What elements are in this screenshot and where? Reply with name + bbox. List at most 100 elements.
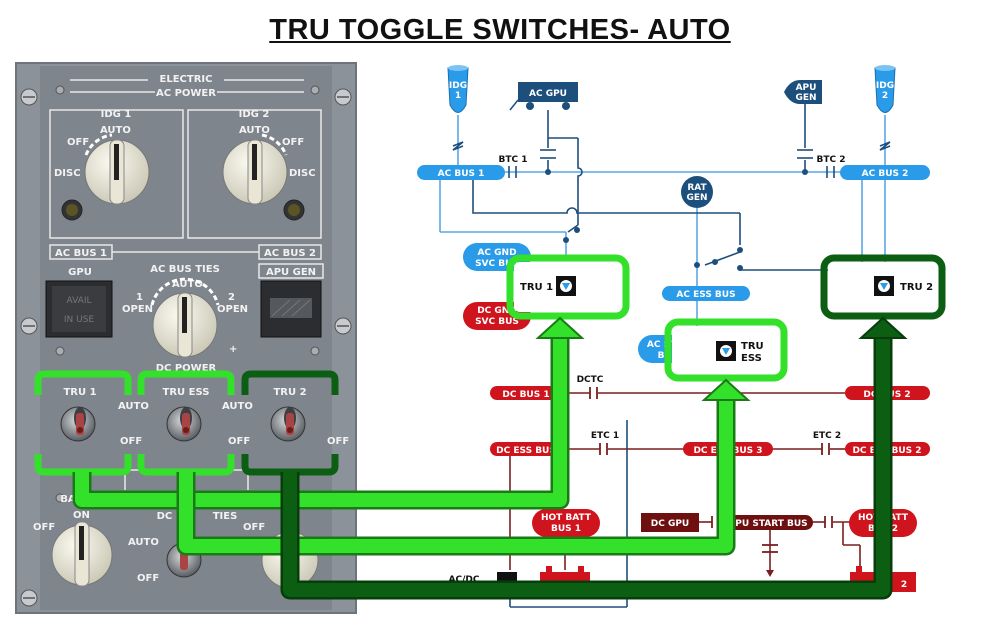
panel-header: ELECTRIC xyxy=(160,74,213,85)
power-schematic: IDG 1 IDG 2 AC GPU APU GEN BTC 1 BTC 2 A… xyxy=(417,65,938,608)
svg-text:IN USE: IN USE xyxy=(64,315,95,325)
gpu-label: GPU xyxy=(68,267,92,278)
idg1-label: IDG 1 xyxy=(101,109,132,120)
apu-gen-source: APU GEN xyxy=(784,80,822,104)
svg-text:SVC BUS: SVC BUS xyxy=(475,259,519,269)
tru2-toggle[interactable] xyxy=(270,406,306,442)
svg-text:1: 1 xyxy=(455,91,461,101)
idg2-selector[interactable]: AUTO OFF DISC xyxy=(222,125,316,221)
ac-bus2: AC BUS 2 xyxy=(840,165,930,180)
hot-batt-bus1: HOT BATT BUS 1 xyxy=(532,509,600,537)
svg-text:AUTO: AUTO xyxy=(128,537,159,548)
ac-dc-label: AC/DC xyxy=(449,575,480,585)
etc2-label: ETC 2 xyxy=(813,431,841,441)
svg-text:1: 1 xyxy=(136,292,143,303)
svg-text:AUTO: AUTO xyxy=(172,279,203,290)
svg-text:APU: APU xyxy=(796,83,817,93)
panel-tru-ess-label: TRU ESS xyxy=(163,387,210,398)
svg-text:OFF: OFF xyxy=(137,573,159,584)
dc-power-label: DC POWER xyxy=(156,363,217,374)
svg-text:2: 2 xyxy=(882,91,888,101)
svg-text:DC GND: DC GND xyxy=(477,306,517,316)
svg-text:ON: ON xyxy=(73,510,90,521)
idg1-selector[interactable]: AUTO OFF DISC xyxy=(54,125,150,221)
apu-gen-pushbutton[interactable] xyxy=(260,280,322,338)
svg-text:AC ESS BUS: AC ESS BUS xyxy=(676,290,735,300)
panel-ac-bus2-label: AC BUS 2 xyxy=(264,248,316,259)
svg-text:DC GPU: DC GPU xyxy=(651,519,690,529)
btc2-label: BTC 2 xyxy=(817,155,846,165)
tru-highlights xyxy=(34,254,946,600)
svg-text:AUTO: AUTO xyxy=(118,401,149,412)
svg-text:AC GND: AC GND xyxy=(477,248,516,258)
svg-text:HOT BATT: HOT BATT xyxy=(541,513,592,523)
svg-text:AUTO: AUTO xyxy=(222,401,253,412)
svg-text:OFF: OFF xyxy=(120,436,142,447)
svg-text:AC BUS 1: AC BUS 1 xyxy=(438,169,485,179)
dctc-label: DCTC xyxy=(577,375,604,385)
tru2-highlight-frame xyxy=(820,254,946,320)
svg-text:GEN: GEN xyxy=(686,193,707,203)
ac-bus-ties-selector[interactable]: AUTO 1 OPEN 2 OPEN + xyxy=(122,277,248,358)
svg-text:TRU 1: TRU 1 xyxy=(520,282,553,293)
svg-text:AUTO: AUTO xyxy=(239,125,270,136)
svg-text:TRU: TRU xyxy=(741,341,764,352)
svg-text:AC BUS 2: AC BUS 2 xyxy=(862,169,909,179)
dc-ess-bus: DC ESS BUS xyxy=(490,442,562,456)
svg-text:OFF: OFF xyxy=(33,522,55,533)
tru-ess-toggle[interactable] xyxy=(166,406,202,442)
dc-gpu-source: DC GPU xyxy=(641,513,699,532)
tru-ess-highlight-frame xyxy=(664,318,788,382)
ac-gpu-source: AC GPU xyxy=(509,82,578,111)
svg-text:AVAIL: AVAIL xyxy=(67,296,92,306)
svg-text:OFF: OFF xyxy=(327,436,349,447)
svg-text:GEN: GEN xyxy=(795,93,816,103)
svg-text:DISC: DISC xyxy=(54,168,81,179)
idg1-generator: IDG 1 xyxy=(447,65,469,113)
dc-bus-ties-label: DC B xyxy=(157,511,184,522)
ac-ess-bus: AC ESS BUS xyxy=(662,286,750,301)
tru2-unit: TRU 2 xyxy=(828,262,938,312)
tru1-toggle[interactable] xyxy=(60,406,96,442)
panel-ac-bus1-label: AC BUS 1 xyxy=(55,248,107,259)
svg-text:BUS 1: BUS 1 xyxy=(551,524,581,534)
svg-text:TRU 2: TRU 2 xyxy=(900,282,933,293)
battery-selector[interactable] xyxy=(51,521,113,587)
etc1-label: ETC 1 xyxy=(591,431,619,441)
svg-text:AC GPU: AC GPU xyxy=(529,89,567,99)
svg-text:TIES: TIES xyxy=(213,511,238,522)
tru1-highlight-frame xyxy=(506,254,630,320)
gpu-pushbutton[interactable]: AVAIL IN USE xyxy=(45,280,113,338)
rat-gen: RAT GEN xyxy=(681,176,713,208)
svg-text:AUTO: AUTO xyxy=(100,125,131,136)
svg-text:OFF: OFF xyxy=(243,522,265,533)
svg-text:IDG: IDG xyxy=(449,81,467,91)
svg-text:DC BUS 1: DC BUS 1 xyxy=(502,390,549,400)
svg-text:2: 2 xyxy=(228,292,235,303)
page-title: TRU TOGGLE SWITCHES- AUTO xyxy=(269,14,731,46)
svg-text:+: + xyxy=(229,344,237,355)
svg-text:2: 2 xyxy=(901,580,907,590)
panel-tru2-label: TRU 2 xyxy=(273,387,306,398)
svg-text:OFF: OFF xyxy=(67,137,89,148)
panel-tru1-label: TRU 1 xyxy=(63,387,96,398)
idg2-generator: IDG 2 xyxy=(874,65,896,113)
svg-text:ESS: ESS xyxy=(741,353,762,364)
btc1-label: BTC 1 xyxy=(499,155,528,165)
batt-label: BA xyxy=(60,494,76,505)
svg-text:SVC BUS: SVC BUS xyxy=(475,317,519,327)
ac-bus-ties-label: AC BUS TIES xyxy=(150,264,220,275)
idg2-label: IDG 2 xyxy=(239,109,270,120)
panel-apu-gen-label: APU GEN xyxy=(266,267,316,278)
tru-ess-unit: TRU ESS xyxy=(672,326,780,374)
svg-text:DC ESS BUS: DC ESS BUS xyxy=(496,446,556,456)
svg-text:OFF: OFF xyxy=(228,436,250,447)
svg-text:IDG: IDG xyxy=(876,81,894,91)
svg-text:OPEN: OPEN xyxy=(217,304,248,315)
svg-text:RAT: RAT xyxy=(687,183,707,193)
apu-start-bus: APU START BUS xyxy=(723,515,813,530)
svg-text:OPEN: OPEN xyxy=(122,304,153,315)
tru1-unit: TRU 1 xyxy=(514,262,622,312)
svg-text:DISC: DISC xyxy=(289,168,316,179)
svg-text:APU START BUS: APU START BUS xyxy=(728,519,807,529)
